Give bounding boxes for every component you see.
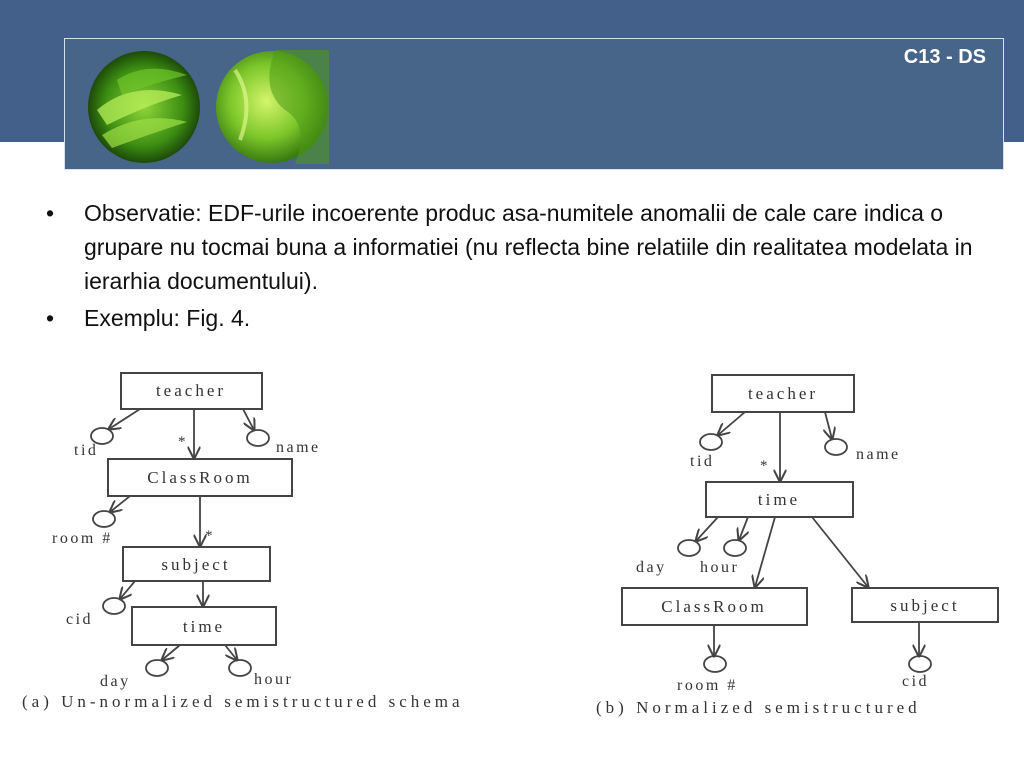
label-b-day: day (636, 559, 667, 576)
label-a-day: day (100, 673, 131, 690)
edge-a-time-day (162, 644, 181, 660)
node-b-classroom-label: ClassRoom (661, 597, 766, 616)
node-a-time-label: time (183, 617, 225, 636)
bullet-item: • Exemplu: Fig. 4. (40, 301, 1000, 335)
leaf-photo-1 (88, 51, 200, 163)
bullet-text: Exemplu: Fig. 4. (84, 305, 251, 331)
node-b-subject-label: subject (890, 596, 959, 615)
node-a-subject-label: subject (161, 555, 230, 574)
edge-b-teacher-name (825, 411, 832, 439)
leaf-b-room (703, 655, 727, 673)
node-a-time (131, 606, 277, 646)
node-b-classroom (621, 587, 808, 626)
leaf-a-tid (90, 427, 114, 445)
leaf-photo-2 (216, 50, 329, 164)
label-a-room: room # (52, 530, 113, 547)
label-a-name: name (276, 439, 321, 456)
edge-a-teacher-name (242, 408, 254, 430)
node-a-classroom (107, 458, 293, 497)
caption-a: (a) Un-normalized semistructured schema (22, 692, 464, 711)
node-b-teacher (711, 374, 855, 413)
bullet-dot: • (46, 200, 55, 226)
edge-a-teacher-tid (109, 408, 141, 429)
edge-b-time-subject (811, 516, 868, 587)
leaf-b-name (824, 438, 848, 456)
edge-a-subject-cid (120, 580, 136, 599)
node-b-time (705, 481, 854, 518)
bullet-list: • Observatie: EDF-urile incoerente produ… (40, 196, 1000, 338)
label-b-cid: cid (902, 673, 929, 690)
label-a-tid: tid (74, 442, 98, 459)
label-b-room: room # (677, 677, 738, 694)
leaf-b-day (677, 539, 701, 557)
bullet-dot: • (46, 305, 55, 331)
bullet-text: Observatie: EDF-urile incoerente produc … (84, 200, 973, 294)
edge-b-teacher-tid (718, 411, 746, 435)
label-b-tid: tid (690, 453, 714, 470)
figure-b: teacher time ClassRoom subject * tid nam… (596, 374, 999, 717)
leaf-a-hour (228, 659, 252, 677)
leaf-a-cid (102, 597, 126, 615)
leaf-b-hour (723, 539, 747, 557)
label-b-name: name (856, 446, 901, 463)
node-a-classroom-label: ClassRoom (147, 468, 252, 487)
star-a-1: * (178, 434, 186, 450)
slide-label: C13 - DS (903, 46, 986, 68)
edge-a-classroom-room (110, 495, 131, 512)
edge-a-time-hour (224, 644, 237, 660)
node-b-subject (851, 587, 999, 623)
caption-b: (b) Normalized semistructured (596, 698, 921, 717)
node-a-teacher-label: teacher (156, 381, 226, 400)
node-a-teacher (120, 372, 263, 410)
label-a-cid: cid (66, 611, 93, 628)
edge-b-time-classroom (755, 516, 776, 587)
node-b-time-label: time (758, 490, 800, 509)
bullet-item: • Observatie: EDF-urile incoerente produ… (40, 196, 1000, 298)
leaf-a-day (145, 659, 169, 677)
star-b-1: * (760, 458, 768, 474)
star-a-2: * (205, 528, 213, 544)
leaf-a-room (92, 510, 116, 528)
figure-a: teacher ClassRoom subject time * * tid n… (22, 372, 464, 711)
node-b-teacher-label: teacher (748, 384, 818, 403)
header-panel (64, 38, 1004, 170)
label-a-hour: hour (254, 671, 293, 688)
node-a-subject (122, 546, 271, 582)
edge-b-time-day (696, 516, 719, 541)
edge-b-time-hour (739, 516, 748, 540)
leaf-a-name (246, 429, 270, 447)
label-b-hour: hour (700, 559, 739, 576)
leaf-b-tid (699, 433, 723, 451)
leaf-b-cid (908, 655, 932, 673)
